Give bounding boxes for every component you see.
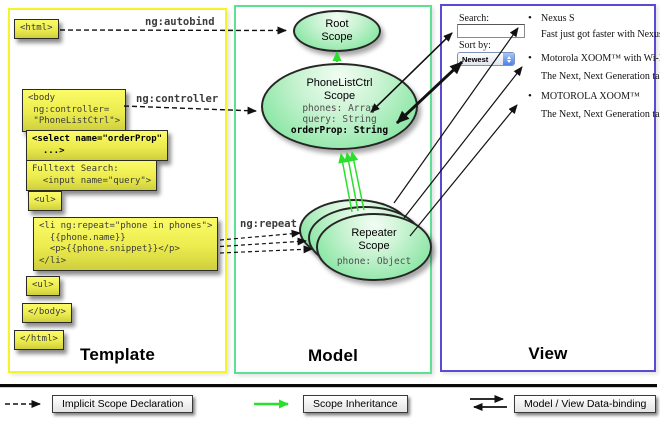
legend-scope-inheritance: Scope Inheritance (303, 395, 408, 413)
search-input[interactable] (457, 24, 525, 38)
legend-model-view-databinding: Model / View Data-binding (514, 395, 657, 413)
view-panel-label: View (528, 344, 568, 363)
phonelistctrl-scope-title: PhoneListCtrl Scope (306, 77, 373, 102)
view-item-title: Motorola XOOM™ with Wi-Fi (528, 52, 660, 64)
root-scope-node: Root Scope (293, 10, 381, 52)
scope-prop-phone: phone: Object (336, 256, 412, 267)
repeater-scope-node-front: Repeater Scope phone: Object (316, 213, 432, 281)
scope-prop-query: query: String (302, 114, 377, 125)
code-ul-open: <ul> (28, 191, 62, 211)
legend-implicit-scope-declaration: Implicit Scope Declaration (52, 395, 194, 413)
code-body-close: </body> (22, 303, 72, 323)
repeater-scope-title: Repeater Scope (351, 227, 397, 252)
ng-repeat-label: ng:repeat (240, 218, 297, 230)
code-li-repeat: <li ng:repeat="phone in phones"> {{phone… (33, 217, 219, 271)
view-item-desc: The Next, Next Generation tablet. (541, 109, 660, 120)
root-scope-title: Root Scope (321, 18, 353, 43)
scope-prop-phones: phones: Array (302, 103, 377, 114)
code-select: <select name="orderProp" ...> (26, 130, 169, 161)
phonelistctrl-scope-node: PhoneListCtrl Scope phones: Array query:… (261, 63, 418, 150)
search-label: Search: (459, 13, 489, 24)
template-panel-label: Template (80, 345, 155, 364)
sort-by-label: Sort by: (459, 40, 491, 51)
view-item-title: Nexus S (528, 12, 574, 24)
code-html-open: <html> (14, 19, 59, 39)
sort-dropdown-value: Newest (462, 54, 489, 64)
view-item-desc: The Next, Next Generation tablet. (541, 71, 660, 82)
dropdown-stepper-icon (503, 53, 514, 65)
code-fulltext-search: Fulltext Search: <input name="query"> (26, 160, 158, 191)
code-html-close: </html> (14, 330, 64, 350)
legend-divider (0, 384, 657, 388)
ng-controller-label: ng:controller (136, 93, 219, 105)
model-panel: Model (234, 5, 432, 374)
model-panel-label: Model (307, 346, 359, 365)
view-item-desc: Fast just got faster with Nexus S. (541, 29, 660, 40)
ng-autobind-label: ng:autobind (145, 16, 215, 28)
view-item-title: MOTOROLA XOOM™ (528, 90, 640, 102)
scope-prop-orderprop: orderProp: String (290, 125, 389, 136)
code-body-open: <body ng:controller= "PhoneListCtrl"> (22, 89, 127, 132)
sort-dropdown[interactable]: Newest (457, 52, 515, 66)
code-ul-close: <ul> (26, 276, 60, 296)
